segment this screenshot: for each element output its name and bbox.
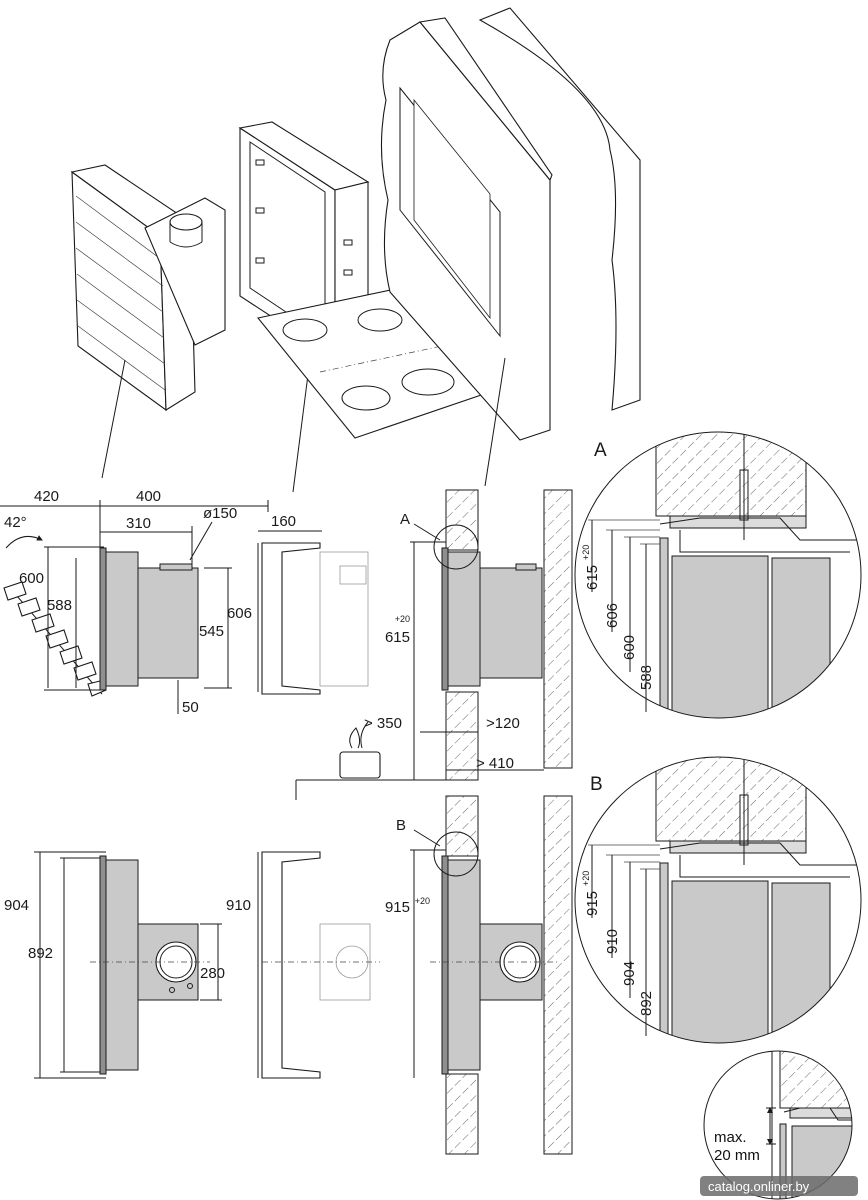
hood-unit-iso — [70, 164, 226, 479]
dim-904: 904 — [4, 897, 29, 914]
marker-b: B — [396, 817, 406, 834]
wall-above — [445, 489, 479, 551]
installation-front-view: B 915 +20 — [385, 795, 573, 1155]
dim-606: 606 — [227, 605, 252, 622]
dim-400: 400 — [136, 488, 161, 505]
front-view-hood: 904 892 280 — [4, 851, 225, 1079]
detail-a-dim-615-tol: +20 — [581, 545, 591, 560]
dim-280: 280 — [200, 965, 225, 982]
dim-420: 420 — [34, 488, 59, 505]
pot-icon — [339, 721, 381, 779]
dim-160: 160 — [271, 513, 296, 530]
dim-600: 600 — [19, 570, 44, 587]
watermark: catalog.onliner.by — [700, 1176, 858, 1196]
frame-side-view: 160 606 — [227, 513, 369, 695]
detail-a-marker-circle — [433, 524, 479, 570]
rear-wall — [543, 489, 573, 769]
detail-b-dim-915-tol: +20 — [581, 871, 591, 886]
detail-a-dim-600: 600 — [621, 635, 638, 660]
dim-gt-410: > 410 — [476, 755, 514, 772]
marker-a: A — [400, 511, 410, 528]
dim-50: 50 — [182, 699, 199, 716]
detail-a-dim-606: 606 — [604, 603, 621, 628]
detail-a: A 615 +20 606 600 588 — [574, 431, 862, 719]
detail-b-dim-915: 915 — [584, 891, 601, 916]
dim-910: 910 — [226, 897, 251, 914]
dim-gt-350: > 350 — [364, 715, 402, 732]
gap-note-line1: max. — [714, 1129, 747, 1146]
detail-a-dim-588: 588 — [638, 665, 655, 690]
detail-b-dim-910: 910 — [604, 929, 621, 954]
detail-b-marker-circle — [433, 831, 479, 877]
exploded-isometric-view — [70, 7, 641, 493]
wall-niche-iso — [380, 7, 641, 487]
gap-note-line2: 20 mm — [714, 1147, 760, 1164]
detail-b-dim-904: 904 — [621, 961, 638, 986]
dim-gt-120: >120 — [486, 715, 520, 732]
dim-angle: 42° — [4, 514, 27, 531]
detail-a-label: A — [594, 440, 607, 461]
dim-915: 915 — [385, 899, 410, 916]
dim-diameter: ø150 — [203, 505, 237, 522]
detail-b-label: B — [590, 774, 603, 795]
frame-front-view: 910 — [226, 851, 380, 1079]
dim-310: 310 — [126, 515, 151, 532]
dim-588: 588 — [47, 597, 72, 614]
dim-615: 615 — [385, 629, 410, 646]
detail-a-dim-615: 615 — [584, 565, 601, 590]
installation-side-view: A 615 +20 > 350 >120 > 410 — [295, 489, 573, 800]
dim-892: 892 — [28, 945, 53, 962]
dim-615-tolerance: +20 — [395, 614, 410, 624]
detail-b: B 915 +20 910 904 892 — [574, 756, 862, 1044]
wall-below — [445, 691, 479, 781]
side-view-hood: 420 400 310 ø150 42° 600 588 — [0, 488, 269, 716]
detail-b-dim-892: 892 — [638, 991, 655, 1016]
tilted-front-panel — [3, 581, 107, 697]
dim-545: 545 — [199, 623, 224, 640]
dim-915-tolerance: +20 — [415, 896, 430, 906]
watermark-text: catalog.onliner.by — [708, 1179, 810, 1194]
